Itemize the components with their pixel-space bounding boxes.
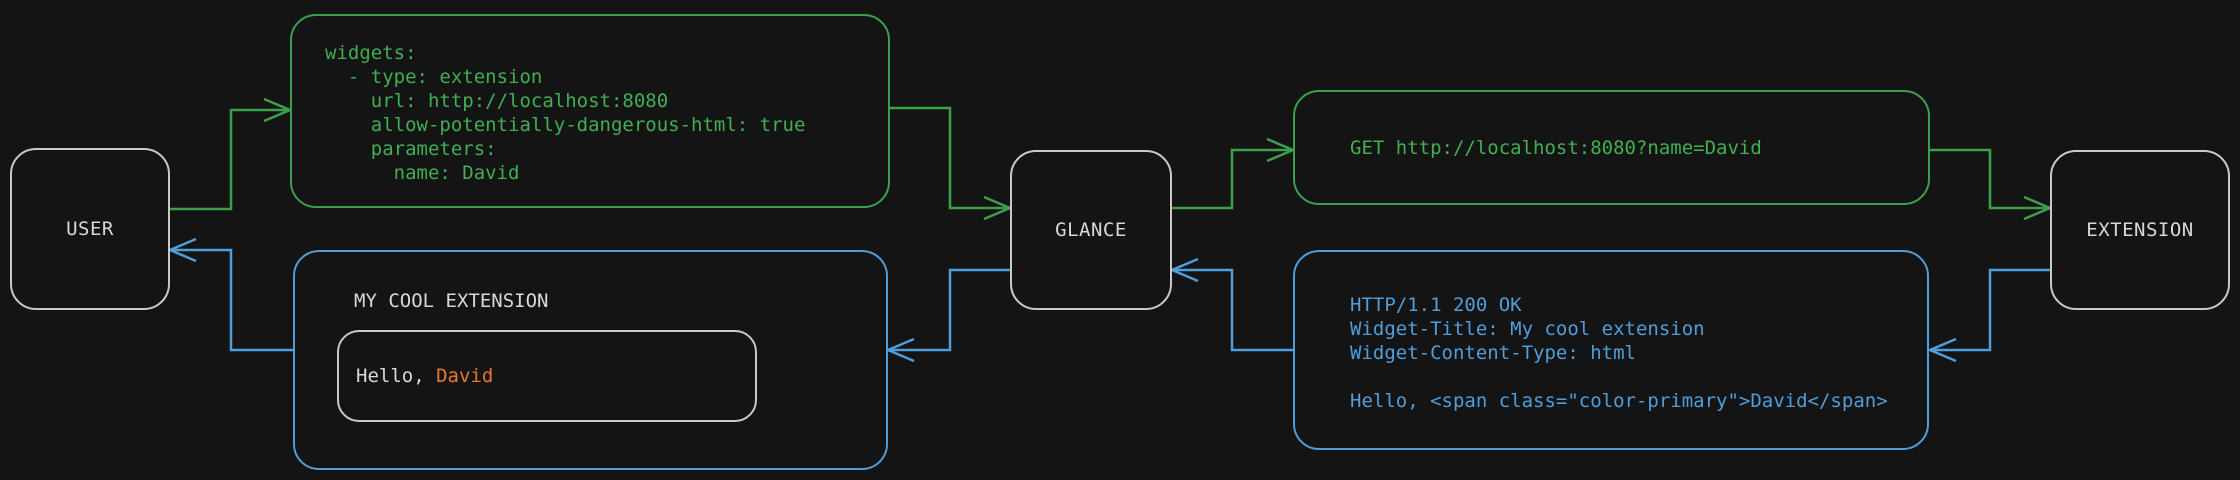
user-node-label: USER (66, 218, 114, 240)
greeting-name: David (436, 365, 494, 387)
connector-extension-to-response (1933, 268, 2050, 352)
extension-node-label: EXTENSION (2086, 219, 2194, 241)
config-line: - type: extension (325, 66, 543, 88)
config-line: parameters: (325, 138, 497, 160)
widget-preview-box: MY COOL EXTENSION Hello, David (293, 250, 888, 470)
connector-widget-to-user (173, 248, 293, 352)
http-response-box: HTTP/1.1 200 OK Widget-Title: My cool ex… (1293, 250, 1929, 450)
request-text: GET http://localhost:8080?name=David (1350, 136, 1762, 159)
widget-title: MY COOL EXTENSION (354, 290, 549, 312)
response-line: Widget-Content-Type: html (1350, 342, 1636, 364)
greeting-text: Hello, (356, 365, 437, 387)
widget-content-box: Hello, David (337, 330, 757, 422)
response-line: HTTP/1.1 200 OK (1350, 294, 1522, 316)
arrowhead-glance-to-widget (884, 337, 915, 363)
config-yaml-box: widgets: - type: extension url: http://l… (290, 14, 890, 208)
config-line: allow-potentially-dangerous-html: true (325, 114, 806, 136)
glance-node-label: GLANCE (1055, 219, 1127, 241)
response-line (1350, 365, 1927, 389)
connector-config-to-glance (890, 106, 1007, 210)
config-line: url: http://localhost:8080 (325, 90, 669, 112)
arrowhead-extension-to-response (1926, 337, 1957, 363)
arrowhead-widget-to-user (166, 237, 197, 263)
config-line: name: David (325, 162, 520, 184)
connector-response-to-glance (1175, 268, 1293, 352)
response-line: Hello, <span class="color-primary">David… (1350, 390, 1888, 412)
user-node: USER (10, 148, 170, 310)
config-line: widgets: (325, 42, 417, 64)
connector-request-to-extension (1930, 148, 2047, 210)
extension-node: EXTENSION (2050, 150, 2230, 310)
response-line: Widget-Title: My cool extension (1350, 318, 1705, 340)
connector-glance-to-widget (891, 268, 1010, 352)
connector-user-to-config (170, 108, 287, 211)
connector-glance-to-request (1172, 148, 1290, 210)
http-request-box: GET http://localhost:8080?name=David (1293, 90, 1930, 205)
arrowhead-response-to-glance (1168, 257, 1199, 283)
glance-node: GLANCE (1010, 150, 1172, 310)
